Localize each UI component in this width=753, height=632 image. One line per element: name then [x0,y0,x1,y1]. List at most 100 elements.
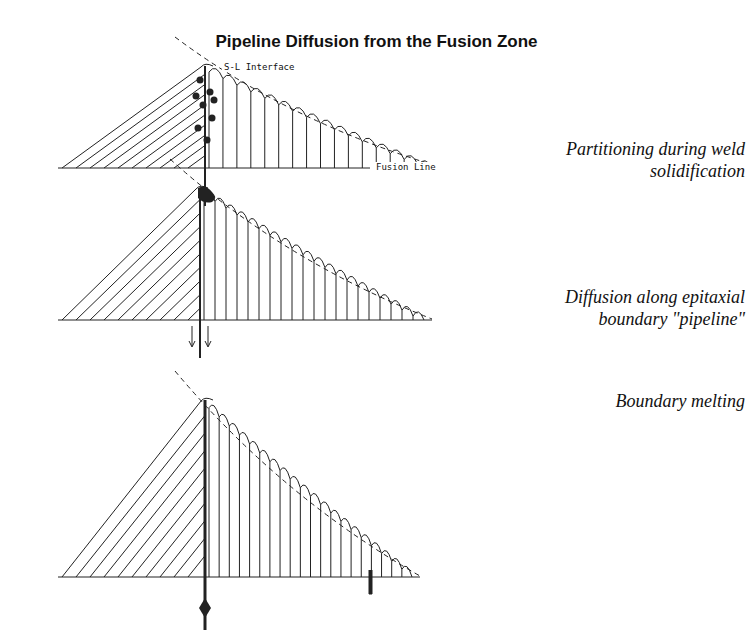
epitaxial-boundary [204,66,206,206]
cell-tip [371,543,381,554]
cell-tip [348,132,362,142]
columnar-grain [90,433,205,577]
solute-blob [211,97,218,104]
cell-wall [330,513,331,577]
columnar-grain [104,227,200,320]
cell-wall [310,496,311,577]
solute-blob [197,77,204,84]
weld-panel [58,159,432,358]
cell-tip [390,150,404,160]
columnar-grain [76,416,205,577]
cell-wall [209,408,210,577]
cell-wall [348,136,349,168]
cell-tip [341,518,351,529]
cell-wall [402,310,403,320]
interface-label: S-L Interface [222,62,296,72]
cell-wall [219,417,220,577]
cell-tip [351,526,361,537]
columnar-grain [160,521,205,577]
cell-wall [278,105,279,168]
cell-tip [362,138,376,148]
solidification-envelope [175,37,440,167]
columnar-grain [76,74,205,168]
cell-wall [336,274,337,320]
cell-tip [331,510,341,521]
cell-wall [229,426,230,577]
cell-wall [292,111,293,168]
diagram-title: Pipeline Diffusion from the Fusion Zone [0,32,753,52]
cell-tip [270,459,280,471]
cell-wall [249,444,250,577]
columnar-grain [146,125,205,168]
cell-wall [391,304,392,320]
cell-tip [321,502,331,513]
cell-tip [321,120,335,130]
cell-tip [229,423,239,435]
cell-wall [361,538,362,577]
columnar-grain [76,200,200,320]
cell-wall [380,298,381,320]
cell-wall [391,561,392,577]
cell-tip [237,82,251,92]
columnar-grain [160,281,200,320]
solute-blob [204,137,211,144]
columnar-grain [90,213,200,320]
cell-wall [204,195,205,320]
cell-wall [413,316,414,320]
cell-tip [265,95,279,105]
cell-tip [226,205,237,215]
grain-edge [62,398,213,577]
solidification-envelope [175,371,420,576]
cell-tip [215,198,226,208]
step-label: Boundary melting [530,390,745,412]
cell-tip [307,114,321,124]
cell-tip [392,558,402,569]
epitaxial-boundary [199,188,201,358]
cell-wall [270,235,271,320]
columnar-grain [174,538,205,577]
cell-tip [413,312,424,320]
grain-edge [62,64,213,168]
cell-wall [280,471,281,577]
melted-notch [369,570,372,594]
columnar-grain [146,268,200,320]
cell-wall [226,208,227,320]
cell-tip [209,405,219,417]
cell-tip [259,225,270,235]
solute-pile [198,187,215,203]
columnar-grain [132,486,205,577]
cell-wall [325,268,326,320]
columnar-grain [118,240,200,320]
columnar-grain [160,135,205,168]
cell-wall [259,229,260,320]
cell-wall [300,488,301,577]
columnar-grain [104,95,205,168]
columnar-grain [174,145,205,168]
columnar-grain [174,295,200,320]
cell-wall [290,479,291,577]
cell-wall [303,255,304,320]
cell-tip [311,493,321,504]
cell-wall [236,85,237,168]
cell-tip [279,101,293,111]
cell-tip [237,212,248,222]
cell-tip [223,75,237,85]
step-label: Partitioning during weld solidification [530,138,745,182]
cell-tip [303,251,314,261]
solidification-envelope [170,159,432,319]
cell-wall [250,92,251,168]
epitaxial-boundary [204,400,207,630]
cell-wall [314,261,315,320]
cell-wall [269,462,270,577]
grain-edge [62,186,208,320]
cell-tip [280,468,290,480]
cell-tip [219,414,229,426]
cell-tip [336,270,347,280]
cell-wall [248,222,249,320]
cell-tip [347,276,358,286]
cell-wall [381,554,382,577]
cell-wall [215,201,216,320]
cell-tip [260,450,270,462]
diffusion-arrows [189,326,211,347]
cell-tip [361,535,371,546]
